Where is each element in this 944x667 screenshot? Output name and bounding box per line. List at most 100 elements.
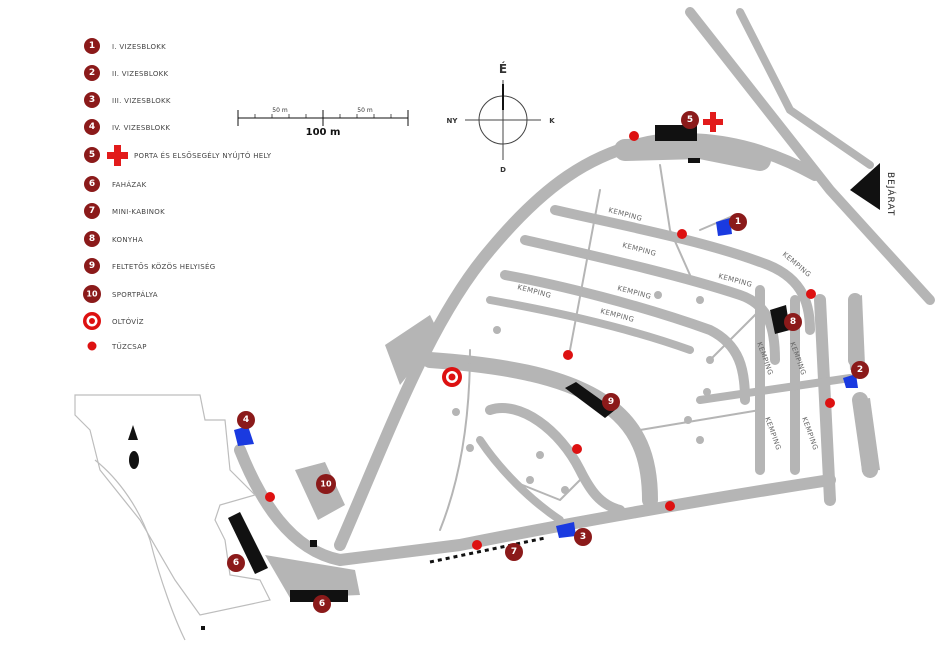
svg-text:10: 10 bbox=[320, 480, 332, 489]
svg-text:1: 1 bbox=[735, 217, 741, 227]
hydrant-dot bbox=[265, 492, 275, 502]
washblock-1 bbox=[716, 218, 732, 236]
path-internal-2 bbox=[569, 189, 601, 351]
svg-text:8: 8 bbox=[89, 234, 95, 244]
road-network bbox=[234, 7, 935, 566]
first-aid-cross-icon bbox=[703, 112, 723, 132]
area-label: KEMPING bbox=[800, 416, 819, 451]
svg-text:III. VIZESBLOKK: III. VIZESBLOKK bbox=[112, 97, 171, 105]
road-lane-3 bbox=[500, 270, 750, 405]
grey-block-east bbox=[848, 295, 865, 370]
scale-total-label: 100 m bbox=[306, 127, 341, 138]
path-internal-5 bbox=[439, 349, 471, 531]
svg-text:4: 4 bbox=[89, 122, 95, 132]
entrance-arrow-icon bbox=[850, 163, 880, 210]
map-marker-6a: 6 bbox=[227, 554, 245, 572]
rail-line bbox=[685, 7, 935, 305]
porta-small bbox=[688, 158, 700, 163]
scale-left-label: 50 m bbox=[272, 107, 288, 114]
svg-text:SPORTPÁLYA: SPORTPÁLYA bbox=[112, 290, 158, 299]
svg-text:6: 6 bbox=[233, 558, 239, 568]
node-1 bbox=[493, 326, 501, 334]
road-south-main bbox=[234, 444, 836, 566]
road-east-link bbox=[696, 374, 854, 404]
path-internal-3 bbox=[709, 309, 761, 361]
wash-blocks bbox=[234, 218, 858, 538]
extinguishing-water-point bbox=[442, 367, 462, 387]
small-square-icon bbox=[310, 540, 317, 547]
hydrant-dot bbox=[472, 540, 482, 550]
legend-item-extinguishing-water: OLTÓVÍZ bbox=[83, 312, 144, 330]
road-porta-strip bbox=[614, 137, 771, 171]
svg-text:OLTÓVÍZ: OLTÓVÍZ bbox=[112, 317, 144, 326]
porta-building bbox=[655, 125, 697, 141]
svg-text:FAHÁZAK: FAHÁZAK bbox=[112, 180, 147, 189]
map-marker-5: 5 bbox=[681, 111, 699, 129]
node-6 bbox=[526, 476, 534, 484]
road-lane-2 bbox=[520, 235, 780, 365]
hydrant-dot bbox=[665, 501, 675, 511]
washblock-4 bbox=[234, 426, 254, 446]
scale-bar: 50 m 50 m 100 m bbox=[237, 107, 409, 138]
map-marker-1: 1 bbox=[729, 213, 747, 231]
path-internal-6 bbox=[509, 479, 581, 501]
scale-right-label: 50 m bbox=[357, 107, 373, 114]
hydrant-dot bbox=[677, 229, 687, 239]
legend-item-10: 10 SPORTPÁLYA bbox=[83, 285, 158, 303]
road-central-inner bbox=[485, 403, 625, 515]
node-8 bbox=[703, 388, 711, 396]
svg-text:FELTETŐS KÖZÖS HELYISÉG: FELTETŐS KÖZÖS HELYISÉG bbox=[112, 262, 215, 271]
cabins-building-west bbox=[228, 512, 268, 574]
entrance: BEJÁRAT bbox=[850, 163, 897, 216]
road-lane-1 bbox=[550, 205, 815, 335]
compass-east: K bbox=[549, 117, 555, 125]
node-2 bbox=[452, 408, 460, 416]
compass-south: D bbox=[500, 166, 506, 174]
svg-text:MINI-KABINOK: MINI-KABINOK bbox=[112, 208, 165, 216]
map-marker-2: 2 bbox=[851, 361, 869, 379]
svg-text:6: 6 bbox=[89, 179, 95, 189]
svg-text:I. VIZESBLOKK: I. VIZESBLOKK bbox=[112, 43, 166, 51]
node-4 bbox=[536, 451, 544, 459]
svg-text:8: 8 bbox=[790, 317, 796, 327]
map-marker-8: 8 bbox=[784, 313, 802, 331]
svg-text:5: 5 bbox=[687, 115, 693, 125]
hydrant-dot bbox=[629, 131, 639, 141]
compass: É NY K D bbox=[447, 61, 556, 174]
mini-cabin-row bbox=[429, 536, 546, 564]
node-12 bbox=[696, 296, 704, 304]
svg-text:5: 5 bbox=[89, 150, 95, 160]
legend-item-5: 5 PORTA ÉS ELSŐSEGÉLY NYÚJTÓ HELY bbox=[84, 145, 272, 166]
svg-text:II. VIZESBLOKK: II. VIZESBLOKK bbox=[112, 70, 169, 78]
road-east-3 bbox=[814, 294, 836, 506]
area-label: KEMPING bbox=[763, 416, 782, 451]
grey-block-east-2 bbox=[855, 398, 880, 472]
svg-text:TŰZCSAP: TŰZCSAP bbox=[111, 342, 147, 351]
kitchen-building bbox=[770, 305, 790, 334]
hydrant-dot bbox=[563, 350, 573, 360]
hydrant-dot bbox=[825, 398, 835, 408]
compass-north: É bbox=[499, 61, 507, 76]
area-label: KEMPING bbox=[621, 241, 657, 258]
svg-text:4: 4 bbox=[243, 415, 249, 425]
boat-icon bbox=[129, 451, 139, 469]
svg-text:KONYHA: KONYHA bbox=[112, 236, 143, 244]
node-3 bbox=[466, 444, 474, 452]
svg-text:7: 7 bbox=[511, 547, 517, 557]
compass-west: NY bbox=[447, 117, 459, 125]
svg-text:10: 10 bbox=[86, 290, 98, 299]
legend-item-6: 6 FAHÁZAK bbox=[84, 176, 147, 192]
grey-block-west bbox=[385, 315, 440, 385]
map-marker-6b: 6 bbox=[313, 595, 331, 613]
tree-icon bbox=[128, 425, 138, 440]
svg-text:PORTA ÉS ELSŐSEGÉLY NYÚJTÓ HEL: PORTA ÉS ELSŐSEGÉLY NYÚJTÓ HELY bbox=[134, 151, 272, 160]
small-mark-icon bbox=[201, 626, 205, 630]
node-9 bbox=[684, 416, 692, 424]
